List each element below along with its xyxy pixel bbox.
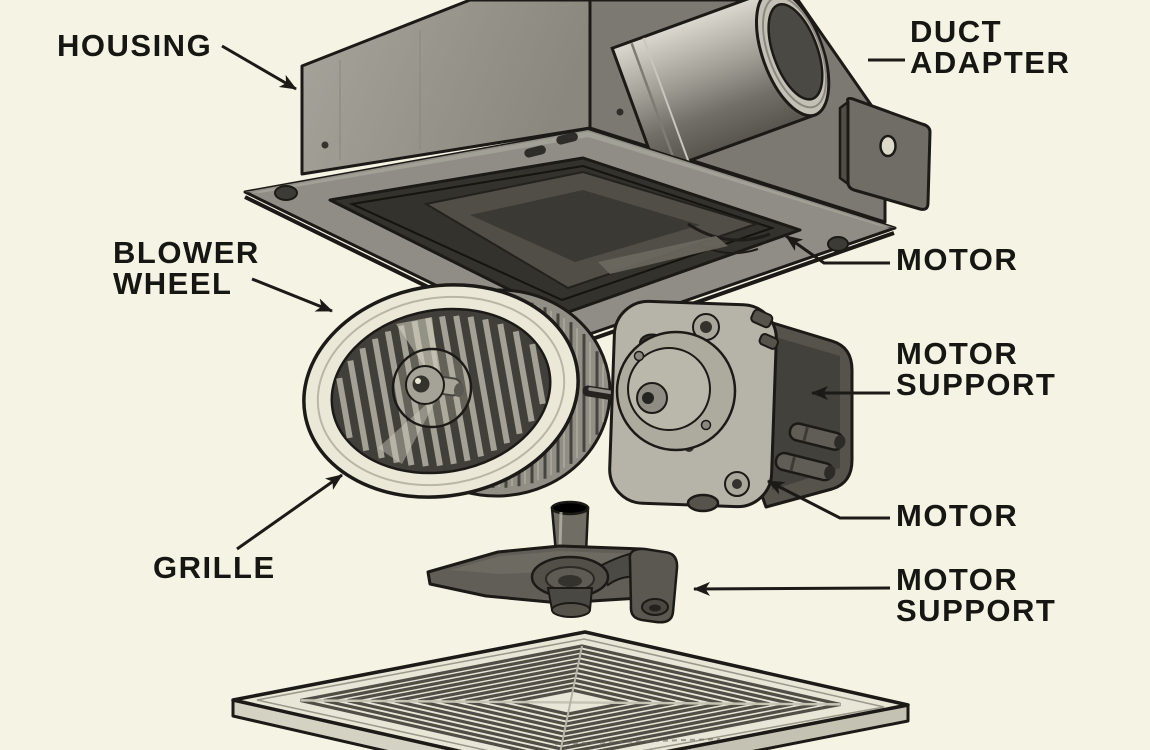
label-motor-support-middle-line1: MOTOR bbox=[896, 336, 1019, 371]
label-blower-wheel: BLOWER WHEEL bbox=[113, 237, 260, 299]
label-motor-upper: MOTOR bbox=[896, 242, 1019, 277]
leader-lines bbox=[221, 44, 905, 596]
label-blower-wheel-line1: BLOWER bbox=[113, 235, 260, 270]
motor-terminals bbox=[774, 422, 846, 482]
motor-support-bracket-part bbox=[426, 500, 679, 624]
label-motor-support-lower: MOTOR SUPPORT bbox=[896, 564, 1056, 626]
label-motor-support-middle-line2: SUPPORT bbox=[896, 367, 1057, 402]
label-duct-adapter-line1: DUCT bbox=[910, 14, 1003, 49]
housing-scroll-curve bbox=[687, 222, 771, 242]
bracket-boss bbox=[628, 547, 679, 624]
label-motor-middle: MOTOR bbox=[896, 498, 1019, 533]
blower-wheel-part bbox=[302, 283, 612, 499]
leader-motor-support-lower bbox=[693, 581, 891, 596]
duct-adapter-part bbox=[610, 0, 831, 175]
label-motor-support-middle: MOTOR SUPPORT bbox=[896, 338, 1056, 400]
label-blower-wheel-line2: WHEEL bbox=[113, 266, 233, 301]
grille-fine-print-marks bbox=[554, 738, 721, 745]
grille-part bbox=[231, 630, 910, 750]
motor-part bbox=[608, 299, 854, 513]
bracket-post bbox=[550, 500, 590, 555]
label-grille: GRILLE bbox=[153, 550, 276, 585]
leader-blower-wheel bbox=[251, 277, 333, 313]
grille-louvers bbox=[300, 644, 841, 750]
label-motor-support-lower-line2: SUPPORT bbox=[896, 593, 1057, 628]
blower-wheel-hub bbox=[391, 347, 473, 429]
duct-mounting-bracket bbox=[838, 96, 932, 211]
housing-flange bbox=[243, 128, 897, 354]
motor-mounting-plate bbox=[608, 299, 779, 513]
bracket-hub bbox=[530, 555, 610, 618]
leader-housing bbox=[221, 44, 297, 91]
label-housing: HOUSING bbox=[57, 28, 213, 63]
leader-motor-middle bbox=[767, 479, 890, 520]
label-motor-support-lower-line1: MOTOR bbox=[896, 562, 1019, 597]
label-duct-adapter: DUCT ADAPTER bbox=[910, 16, 1070, 78]
leader-motor-upper bbox=[785, 234, 890, 265]
label-duct-adapter-line2: ADAPTER bbox=[910, 45, 1071, 80]
leader-grille bbox=[236, 473, 343, 551]
housing-part bbox=[243, 0, 932, 354]
